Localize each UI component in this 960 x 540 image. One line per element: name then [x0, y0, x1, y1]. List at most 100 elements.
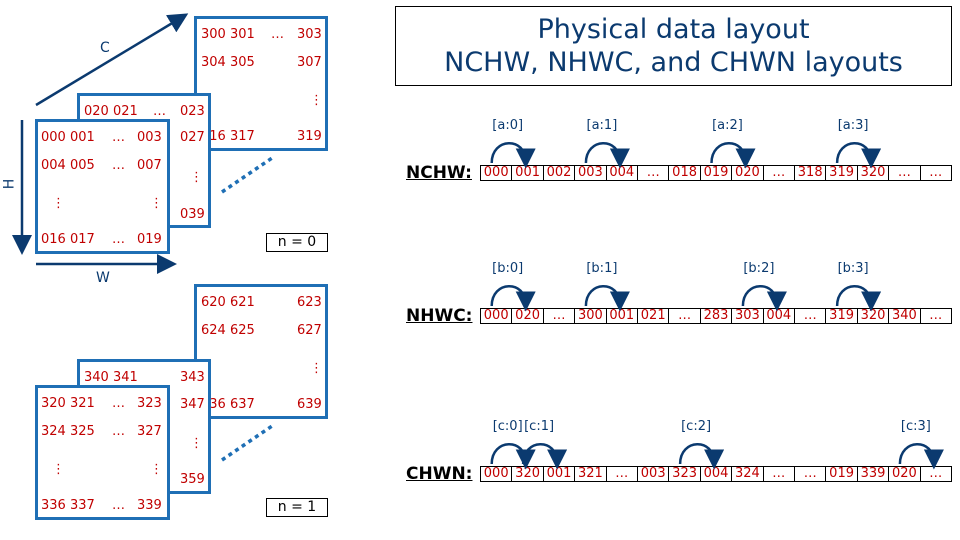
cell-text: 336 337 [41, 498, 95, 513]
memory-cell: 323 [668, 466, 701, 482]
memory-cell: 303 [731, 308, 764, 324]
pointer-arc [678, 443, 725, 470]
memory-cell: 324 [731, 466, 764, 482]
pointer-arc [490, 142, 536, 169]
cell-text: 000 001 [41, 130, 95, 145]
pointer-label: [a:1] [586, 118, 618, 133]
row-label-1: NHWC: [406, 306, 473, 326]
cell-text: … [112, 158, 125, 173]
memory-cell: 340 [888, 308, 921, 324]
memory-cell: 318 [794, 165, 827, 181]
pointer-label: [a:3] [837, 118, 869, 133]
cell-text: 020 021 [84, 104, 138, 119]
cell-text: ⋮ [310, 93, 323, 108]
cell-text: ⋮ [190, 170, 203, 185]
pointer-arc [584, 285, 630, 312]
dotted-line-1 [221, 424, 273, 462]
pointer-label: [c:2] [681, 419, 712, 434]
memory-cell: … [762, 466, 795, 482]
memory-cell: 004 [605, 165, 638, 181]
c-axis-label: C [100, 40, 110, 56]
dotted-line-0 [221, 156, 273, 194]
cell-text: 004 005 [41, 158, 95, 173]
memory-cell: 320 [856, 165, 890, 181]
row-label-0: NCHW: [406, 163, 472, 183]
cell-text: 023 [180, 104, 205, 119]
cell-text: … [112, 130, 125, 145]
row-label-2: CHWN: [406, 464, 473, 484]
batch1-back-card: 620 621 623 624 625 627 ⋮ 636 637 639 [194, 284, 328, 419]
cell-text: 340 341 [84, 370, 138, 385]
cell-text: 624 625 [201, 323, 255, 338]
pointer-arc [741, 285, 787, 312]
cell-text: … [112, 232, 125, 247]
batch0-front-card: 000 001 … 003 004 005 … 007 ⋮ ⋮ 016 017 … [35, 119, 170, 254]
memory-cell: … [919, 308, 952, 324]
pointer-arc [490, 285, 536, 312]
cell-text: 319 [297, 129, 322, 144]
cell-text: 003 [137, 130, 162, 145]
cell-text: 639 [297, 397, 322, 412]
memory-cell: 319 [825, 165, 858, 181]
cell-text: … [112, 498, 125, 513]
cell-text: 016 017 [41, 232, 95, 247]
pointer-label: [c:1] [524, 419, 555, 434]
cell-text: … [112, 424, 125, 439]
memory-cell: 018 [668, 165, 701, 181]
memory-cell: 019 [699, 165, 733, 181]
memory-cell: … [919, 466, 952, 482]
cell-text: ⋮ [150, 462, 163, 477]
cell-text: 347 [180, 397, 205, 412]
batch1-front-card: 320 321 … 323 324 325 … 327 ⋮ ⋮ 336 337 … [35, 385, 170, 520]
cell-text: 636 637 [201, 397, 255, 412]
memory-cell: 283 [699, 308, 733, 324]
title-line-2: NCHW, NHWC, and CHWN layouts [444, 47, 903, 78]
cell-text: ⋮ [310, 361, 323, 376]
cell-text: 623 [297, 295, 322, 310]
c-axis-arrow [35, 13, 189, 107]
cell-text: 307 [297, 55, 322, 70]
pointer-label: [a:2] [712, 118, 743, 133]
cell-text: 039 [180, 207, 205, 222]
pointer-arc [490, 443, 536, 470]
cell-text: 339 [137, 498, 162, 513]
title-box: Physical data layout NCHW, NHWC, and CHW… [395, 6, 952, 86]
memory-cell: 000 [480, 466, 513, 482]
memory-cell: 320 [511, 466, 544, 482]
cell-text: 324 325 [41, 424, 95, 439]
pointer-label: [c:0] [492, 419, 523, 434]
title-line-1: Physical data layout [537, 14, 810, 45]
memory-cell: … [888, 165, 921, 181]
w-axis-label: W [96, 270, 110, 286]
cell-text: 007 [137, 158, 162, 173]
memory-cell: 000 [480, 308, 513, 324]
memory-cell: 003 [574, 165, 607, 181]
memory-cell: 319 [825, 308, 858, 324]
cell-text: 304 305 [201, 55, 255, 70]
memory-cell: 020 [888, 466, 921, 482]
cell-text: ⋮ [150, 196, 163, 211]
memory-cell: 020 [731, 165, 764, 181]
batch1-label: n = 1 [266, 498, 328, 517]
cell-text: … [271, 27, 284, 42]
batch0-back-card: 300 301 … 303 304 305 307 ⋮ 316 317 319 [194, 16, 328, 151]
pointer-label: [b:2] [743, 261, 775, 276]
memory-cell: 019 [825, 466, 858, 482]
cell-text: 316 317 [201, 129, 255, 144]
cell-text: 620 621 [201, 295, 255, 310]
pointer-arc [710, 142, 756, 169]
cell-text: 300 301 [201, 27, 255, 42]
cell-text: 027 [180, 130, 205, 145]
cell-text: 359 [180, 472, 205, 487]
memory-cell: … [637, 165, 670, 181]
cell-text: ⋮ [52, 196, 65, 211]
pointer-arc [835, 142, 882, 169]
memory-cell: 321 [574, 466, 607, 482]
memory-cell: 021 [637, 308, 670, 324]
pointer-label: [a:0] [492, 118, 524, 133]
cell-text: 303 [297, 27, 322, 42]
pointer-arc [521, 443, 568, 470]
cell-text: ⋮ [190, 436, 203, 451]
cell-text: 320 321 [41, 396, 95, 411]
